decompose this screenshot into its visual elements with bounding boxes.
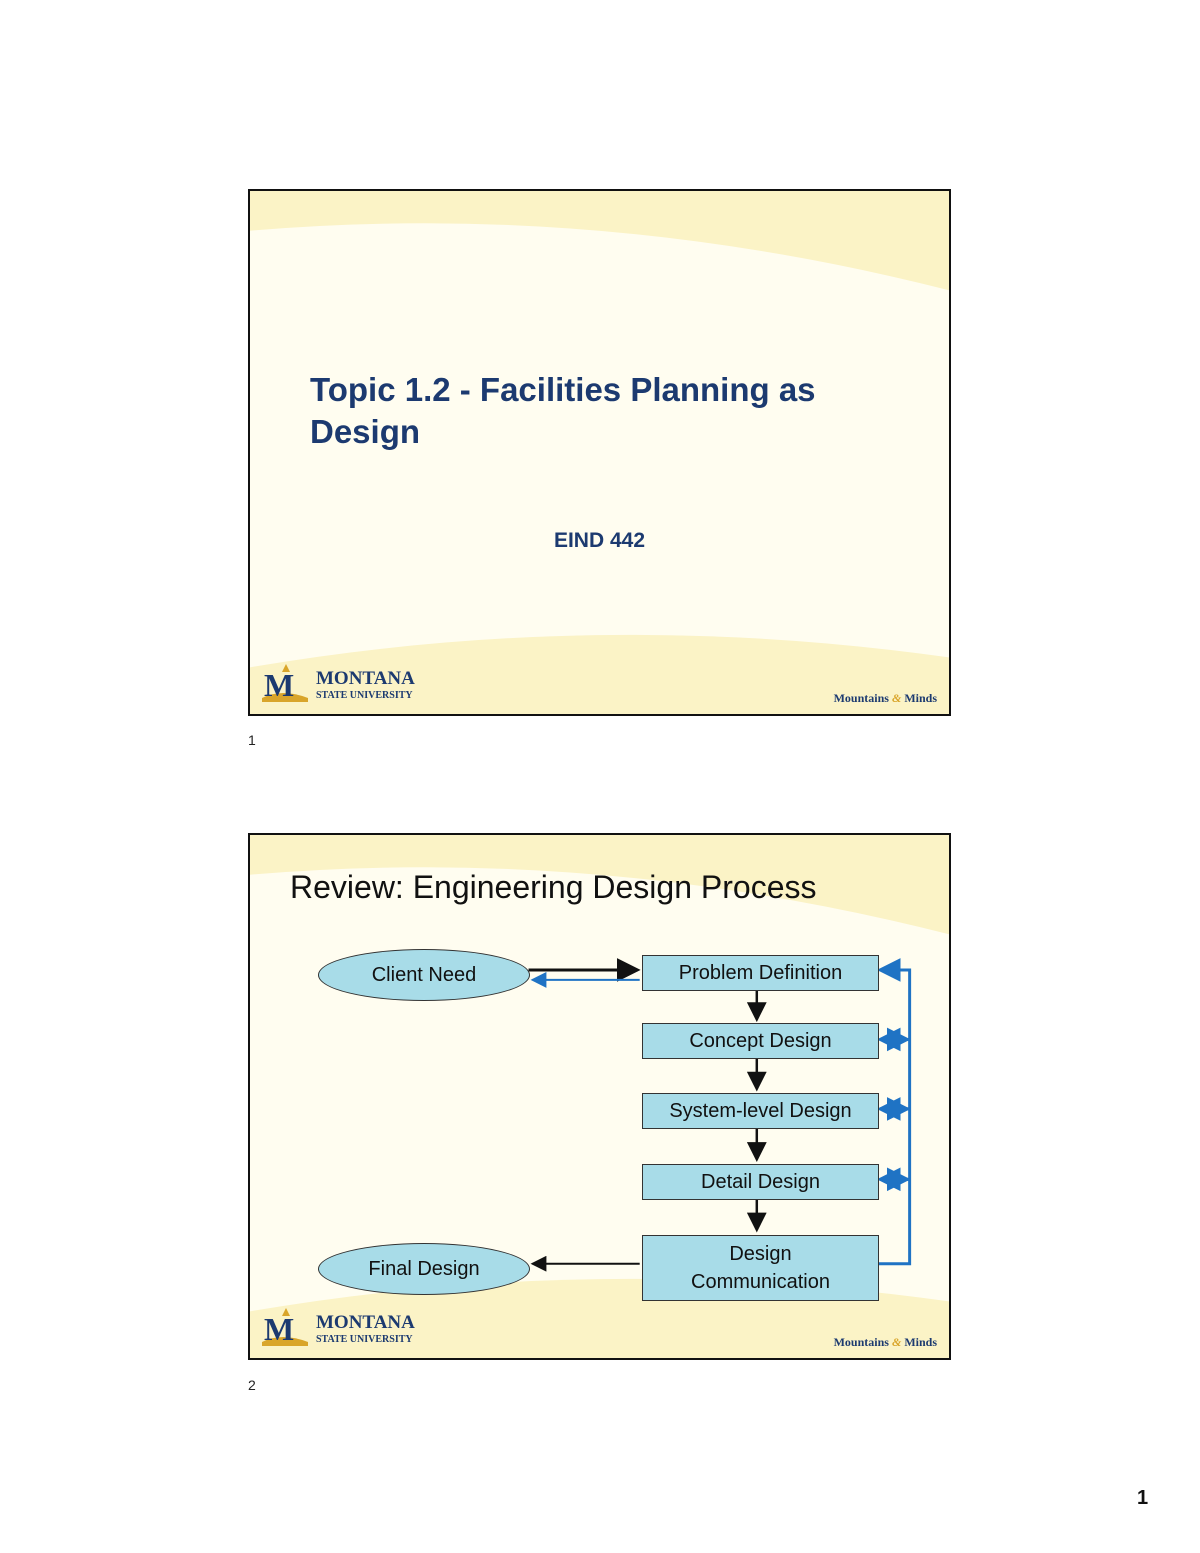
final-design-node: Final Design <box>318 1243 530 1295</box>
svg-text:MONTANA: MONTANA <box>316 1312 415 1333</box>
slide-title: Review: Engineering Design Process <box>290 869 817 905</box>
tagline: Mountains & Minds <box>833 691 937 705</box>
svg-text:STATE UNIVERSITY: STATE UNIVERSITY <box>316 690 413 701</box>
svg-text:M: M <box>264 1311 294 1347</box>
msu-logo: M MONTANA STATE UNIVERSITY <box>262 664 415 703</box>
slide-number-2: 2 <box>248 1377 256 1393</box>
client-need-node: Client Need <box>318 949 530 1001</box>
svg-text:STATE UNIVERSITY: STATE UNIVERSITY <box>316 1334 413 1345</box>
design-process-arrows <box>528 958 912 1272</box>
slide-subtitle: EIND 442 <box>553 529 646 552</box>
problem-definition-box: Problem Definition <box>642 955 879 991</box>
svg-text:M: M <box>264 667 294 703</box>
detail-design-box: Detail Design <box>642 1164 879 1200</box>
system-level-design-box: System-level Design <box>642 1093 879 1129</box>
tagline: Mountains & Minds <box>833 1335 937 1349</box>
svg-text:MONTANA: MONTANA <box>316 668 415 689</box>
msu-logo: M MONTANA STATE UNIVERSITY <box>262 1308 415 1347</box>
slide-1: Topic 1.2 - Facilities Planning as Desig… <box>248 189 951 716</box>
design-communication-box: Design Communication <box>642 1235 879 1301</box>
concept-design-box: Concept Design <box>642 1023 879 1059</box>
slide-title: Topic 1.2 - Facilities Planning as Desig… <box>310 371 816 450</box>
slide-background <box>250 191 949 714</box>
page-number: 1 <box>1137 1487 1149 1509</box>
slide-number-1: 1 <box>248 732 256 748</box>
slide-2: Review: Engineering Design Process Clie <box>248 833 951 1360</box>
